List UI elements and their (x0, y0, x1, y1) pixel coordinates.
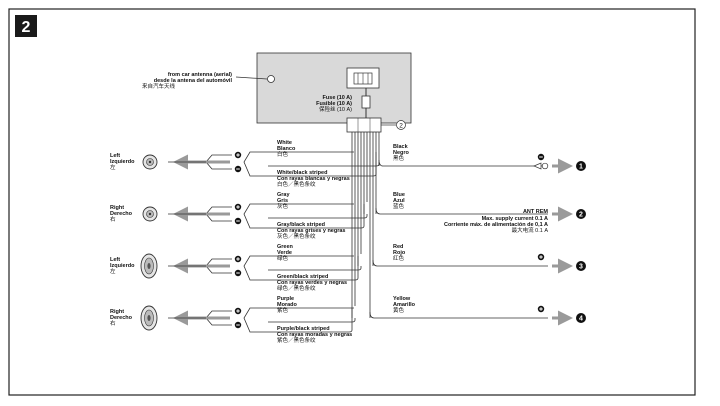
connector-callout (396, 120, 406, 130)
speaker-side-zh: 左 (110, 267, 116, 275)
output-wire-es: Negro (393, 150, 410, 156)
speaker-side-en: Left (110, 153, 120, 159)
minus-wire-zh: 绿色／黑色条纹 (277, 284, 316, 292)
max-current-zh: 最大电流 0.1 A (512, 226, 549, 234)
svg-text:1: 1 (579, 164, 583, 171)
svg-text:2: 2 (399, 123, 403, 130)
plus-wire-en: Purple (277, 296, 294, 302)
output-wire-es: Azul (393, 198, 405, 204)
plus-wire-zh: 紫色 (277, 306, 289, 314)
fuse (361, 95, 371, 109)
minus-wire-es: Con rayas grises y negras (277, 228, 345, 234)
output-wire-zh: 红色 (393, 254, 405, 262)
plus-wire-es: Blanco (277, 146, 296, 152)
output-wire-zh: 蓝色 (393, 202, 405, 210)
output-wire-en: Yellow (393, 296, 411, 302)
output-wire-zh: 黑色 (393, 154, 405, 162)
output-wire-es: Amarillo (393, 302, 416, 308)
plus-wire-es: Gris (277, 198, 288, 204)
minus-wire-en: Purple/black striped (277, 326, 330, 332)
plus-wire-es: Verde (277, 250, 292, 256)
speaker-side-es: Izquierdo (110, 159, 135, 165)
output-number-badge (576, 161, 586, 171)
output-wire-en: Black (393, 144, 409, 150)
speaker-side-zh: 右 (110, 215, 116, 223)
output-wire-en: Blue (393, 192, 405, 198)
minus-wire-es: Con rayas verdes y negras (277, 280, 347, 286)
plus-wire-en: Gray (277, 192, 290, 198)
speaker-side-zh: 左 (110, 163, 116, 171)
harness-connector (346, 117, 382, 133)
fuse-label-es: Fusible (10 A) (316, 101, 352, 107)
diagram-frame (8, 8, 696, 396)
max-current-en: Max. supply current 0.1 A (482, 216, 548, 222)
ant-rem-label: ANT REM (523, 209, 548, 215)
ground-ring-terminal-icon (541, 162, 549, 170)
head-unit (256, 52, 412, 124)
plus-wire-en: White (277, 140, 292, 146)
plus-wire-es: Morado (277, 302, 298, 308)
output-number-badge (576, 209, 586, 219)
speaker-side-zh: 右 (110, 319, 116, 327)
output-wire-es: Rojo (393, 250, 406, 256)
speaker-side-en: Right (110, 309, 124, 315)
plus-wire-en: Green (277, 244, 294, 250)
minus-wire-en: Gray/black striped (277, 222, 325, 228)
minus-wire-zh: 紫色／黑色条纹 (277, 336, 316, 344)
speaker-side-en: Left (110, 257, 120, 263)
minus-wire-en: White/black striped (277, 170, 327, 176)
antenna-label-es: desde la antena del automóvil (154, 78, 233, 84)
minus-wire-es: Con rayas moradas y negras (277, 332, 352, 338)
output-wire-zh: 黄色 (393, 306, 405, 314)
harness-bundle (351, 132, 380, 318)
plus-wire-zh: 白色 (277, 150, 289, 158)
minus-wire-zh: 白色／黑色条纹 (277, 180, 316, 188)
antenna-label-en: from car antenna (aerial) (168, 72, 232, 78)
svg-text:3: 3 (579, 264, 583, 271)
svg-text:2: 2 (579, 212, 583, 219)
section-number: 2 (22, 19, 31, 36)
plus-wire-zh: 灰色 (277, 202, 289, 210)
fuse-label-zh: 保险丝 (10 A) (319, 105, 352, 113)
output-number-badge (576, 313, 586, 323)
speaker-side-es: Izquierdo (110, 263, 135, 269)
svg-text:4: 4 (579, 316, 583, 323)
output-wire-en: Red (393, 244, 403, 250)
max-current-es: Corriente máx. de alimentación de 0,1 A (444, 222, 548, 228)
output-number-badge (576, 261, 586, 271)
antenna-label-zh: 来自汽车天线 (142, 82, 176, 90)
speaker-side-en: Right (110, 205, 124, 211)
speaker-side-es: Derecho (110, 315, 133, 321)
antenna-jack (267, 75, 275, 83)
minus-wire-en: Green/black striped (277, 274, 328, 280)
section-badge (15, 15, 37, 37)
minus-wire-zh: 灰色／黑色条纹 (277, 232, 316, 240)
fuse-label-en: Fuse (10 A) (323, 95, 353, 101)
minus-wire-es: Con rayas blancas y negras (277, 176, 350, 182)
speaker-side-es: Derecho (110, 211, 133, 217)
plus-wire-zh: 绿色 (277, 254, 289, 262)
